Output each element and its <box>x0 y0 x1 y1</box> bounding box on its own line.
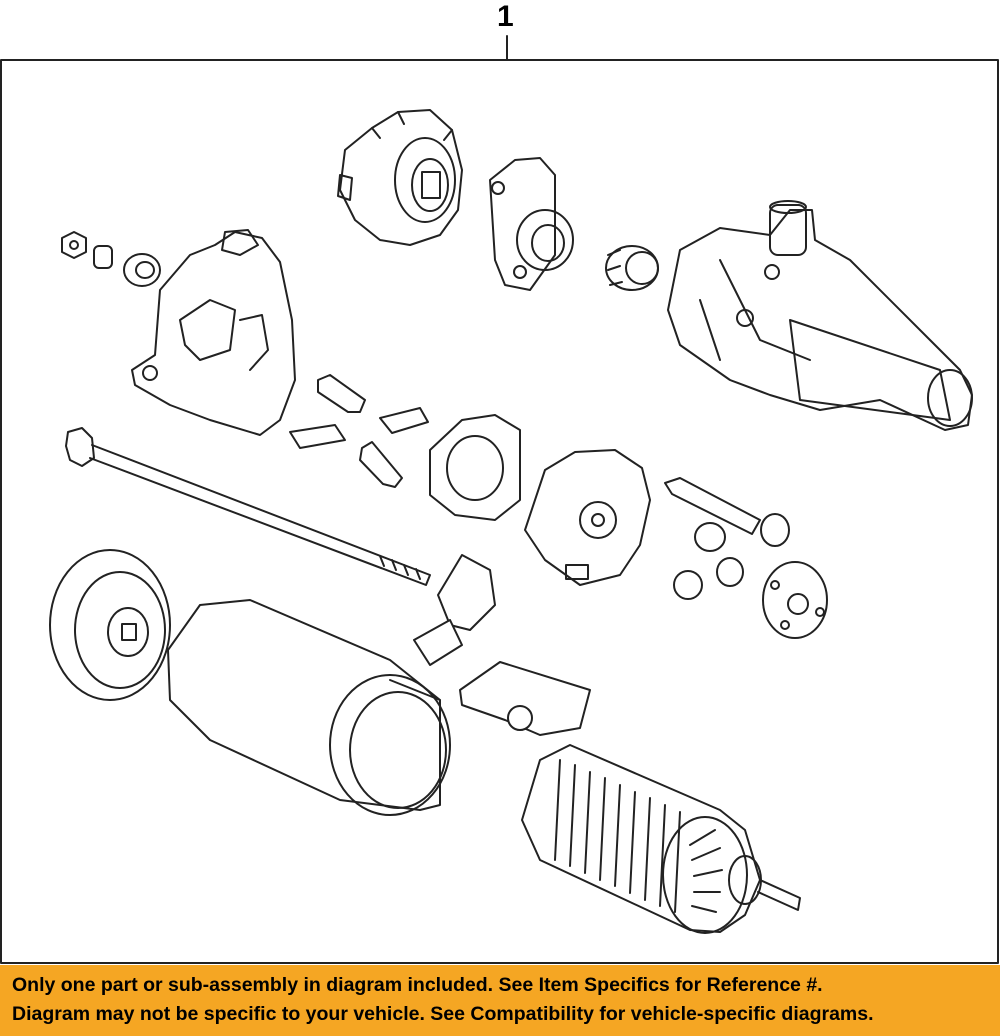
end-cover-icon <box>524 449 651 586</box>
washer-icon <box>93 245 161 287</box>
nut-icon <box>61 231 87 259</box>
bushing-icon <box>605 245 659 291</box>
brush-plate-icon <box>429 414 521 521</box>
exploded-parts-diagram <box>0 35 999 964</box>
brush-holder-icon <box>413 554 591 736</box>
mounting-screw-icon <box>664 477 828 639</box>
disclaimer-line-1: Only one part or sub-assembly in diagram… <box>12 974 823 996</box>
through-bolt-icon <box>65 427 431 586</box>
drive-gear-icon <box>337 109 463 246</box>
callout-number: 1 <box>497 0 514 33</box>
diagram-frame <box>0 59 999 964</box>
gear-case-icon <box>131 229 296 436</box>
armature-icon <box>521 744 801 934</box>
starter-drive-housing-icon <box>667 200 973 431</box>
end-cap-icon <box>49 549 171 701</box>
field-yoke-icon <box>167 599 451 816</box>
brush-icon <box>289 374 429 488</box>
disclaimer-banner: Only one part or sub-assembly in diagram… <box>0 965 1000 1036</box>
disclaimer-line-2: Diagram may not be specific to your vehi… <box>12 1003 874 1025</box>
pinion-clutch-icon <box>489 157 574 291</box>
